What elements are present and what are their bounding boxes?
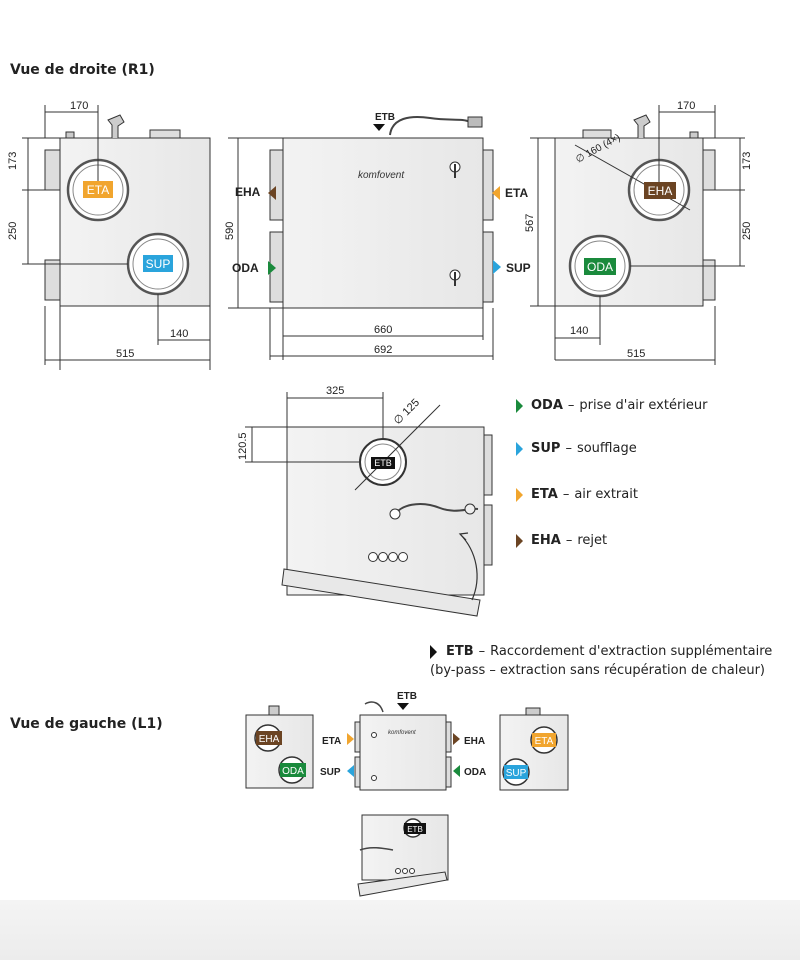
eta-legend-desc: air extrait bbox=[574, 487, 638, 502]
etb-small-badge: ETB bbox=[407, 825, 423, 834]
sup-arrow bbox=[493, 260, 501, 274]
eha-small-badge: EHA bbox=[259, 734, 280, 745]
right-view-heading: Vue de droite (R1) bbox=[10, 62, 155, 78]
dim-right-width: 515 bbox=[627, 348, 645, 360]
side-view-left bbox=[22, 105, 211, 370]
legend-etb: ETB – Raccordement d'extraction suppléme… bbox=[430, 642, 772, 680]
front-view bbox=[228, 116, 494, 360]
dim-left-h1: 173 bbox=[7, 152, 19, 170]
dim-front-height: 590 bbox=[224, 222, 236, 240]
etb-front-label: ETB bbox=[375, 112, 395, 123]
etb-badge: ETB bbox=[371, 457, 395, 469]
dim-left-h2: 250 bbox=[7, 222, 19, 240]
left-view-small-front bbox=[354, 701, 452, 791]
dim-right-height: 567 bbox=[524, 214, 536, 232]
dim-front-inner-width: 660 bbox=[374, 324, 392, 336]
oda-legend-arrow bbox=[516, 398, 523, 413]
side-view-right bbox=[530, 105, 745, 365]
eha-arrow bbox=[268, 186, 276, 200]
oda-small-label: ODA bbox=[464, 767, 486, 778]
dim-bottom-height: 120.5 bbox=[237, 432, 249, 460]
etb-legend-arrow bbox=[430, 644, 437, 659]
dim-right-h2: 250 bbox=[741, 222, 753, 240]
legend-dash: – bbox=[565, 441, 572, 456]
sup-legend-desc: soufflage bbox=[576, 441, 637, 456]
dim-right-h1: 173 bbox=[741, 152, 753, 170]
eta-badge: ETA bbox=[83, 181, 113, 198]
eta-front-label: ETA bbox=[505, 186, 528, 200]
sup-badge-text: SUP bbox=[146, 257, 171, 271]
eha-front-label: EHA bbox=[235, 185, 261, 199]
sup-small-badge: SUP bbox=[506, 768, 527, 779]
legend-oda: ODA – prise d'air extérieur bbox=[516, 398, 708, 413]
oda-badge: ODA bbox=[584, 258, 616, 275]
legend-dash: – bbox=[565, 533, 573, 548]
eta-legend-arrow bbox=[516, 487, 523, 502]
etb-legend-desc: Raccordement d'extraction supplémentaire bbox=[490, 644, 773, 659]
etb-legend-desc2: (by-pass – extraction sans récupération … bbox=[430, 663, 765, 678]
eha-legend-desc: rejet bbox=[577, 533, 608, 548]
eha-badge-text: EHA bbox=[648, 184, 673, 198]
legend-eta: ETA – air extrait bbox=[516, 487, 638, 502]
eha-small-label: EHA bbox=[464, 736, 485, 747]
dim-front-outer-width: 692 bbox=[374, 344, 392, 356]
eha-legend-arrow bbox=[516, 533, 523, 548]
oda-arrow bbox=[268, 261, 276, 275]
etb-small-label: ETB bbox=[397, 691, 417, 702]
legend-dash: – bbox=[478, 644, 486, 659]
eha-badge: EHA bbox=[644, 182, 676, 199]
sup-front-label: SUP bbox=[506, 261, 531, 275]
left-view-heading: Vue de gauche (L1) bbox=[10, 716, 163, 732]
legend-eha: EHA – rejet bbox=[516, 533, 607, 548]
sup-small-label: SUP bbox=[320, 767, 341, 778]
dim-left-width: 515 bbox=[116, 348, 134, 360]
legend-dash: – bbox=[567, 398, 575, 413]
sup-legend-arrow bbox=[516, 441, 523, 456]
etb-badge-text: ETB bbox=[374, 458, 392, 468]
oda-badge-text: ODA bbox=[587, 260, 613, 274]
legend-sup: SUP – soufflage bbox=[516, 441, 637, 456]
eha-legend-code: EHA bbox=[531, 533, 561, 548]
brand-label-small: komfovent bbox=[388, 730, 416, 736]
dim-right-bottom-offset: 140 bbox=[570, 325, 588, 337]
dim-right-top: 170 bbox=[677, 100, 695, 112]
dim-left-top: 170 bbox=[70, 100, 88, 112]
legend-dash: – bbox=[562, 487, 570, 502]
oda-legend-desc: prise d'air extérieur bbox=[579, 398, 708, 413]
eta-small-badge: ETA bbox=[535, 736, 554, 747]
eta-badge-bg bbox=[83, 181, 113, 198]
eta-arrow bbox=[492, 186, 500, 200]
sup-badge: SUP bbox=[143, 255, 173, 272]
eta-badge-text: ETA bbox=[87, 183, 109, 197]
dim-left-bottom-offset: 140 bbox=[170, 328, 188, 340]
etb-legend-code: ETB bbox=[446, 644, 474, 659]
brand-label: komfovent bbox=[358, 170, 405, 181]
bottom-fade bbox=[0, 900, 800, 960]
oda-legend-code: ODA bbox=[531, 398, 563, 413]
sup-legend-code: SUP bbox=[531, 441, 561, 456]
bottom-view bbox=[245, 392, 493, 617]
eta-legend-code: ETA bbox=[531, 487, 558, 502]
dim-bottom-diameter: ∅ 125 bbox=[392, 397, 422, 427]
etb-arrow bbox=[373, 124, 385, 131]
eta-small-label: ETA bbox=[322, 736, 341, 747]
left-view-small-bottom bbox=[357, 814, 449, 897]
dim-bottom-left: 325 bbox=[326, 385, 344, 397]
oda-front-label: ODA bbox=[232, 261, 259, 275]
oda-small-badge: ODA bbox=[282, 766, 304, 777]
